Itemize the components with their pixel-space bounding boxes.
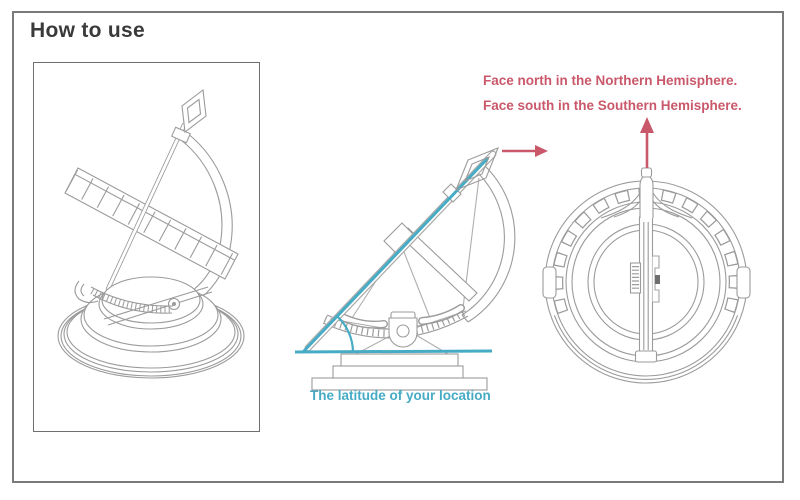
bar-bottom-cap [634,350,658,363]
base-tier-2 [332,365,464,380]
front-bottom-rim-arc [553,315,739,380]
sundial-perspective-illustration [57,88,245,379]
side-meridian-arc-inner [461,171,505,316]
sundial-side-view-figure [304,150,516,391]
front-gnomon-bar [638,216,654,356]
sundial-front-view-figure [542,167,751,384]
arrow-right-icon [502,145,548,157]
annotation-latitude: The latitude of your location [310,388,491,403]
index-mark [655,275,660,284]
meridian-arc-outer [186,132,233,304]
right-clamp-tab [736,266,751,299]
annotation-face-south: Face south in the Southern Hemisphere. [483,98,742,113]
arrow-up-icon [640,117,654,168]
triangle-baseline [294,349,493,354]
base-tier-1 [340,353,459,368]
front-finial-post [639,174,654,218]
latitude-triangle [294,156,493,354]
side-meridian-arc-outer [467,164,516,323]
sundial-perspective-figure-box [33,62,260,432]
page-title: How to use [30,19,146,42]
triangle-hypotenuse [301,156,490,354]
base-tier-3 [311,377,488,391]
finial-diamond [181,88,207,134]
annotation-face-north: Face north in the Northern Hemisphere. [483,73,738,88]
pivot-screw [396,324,410,338]
left-clamp-tab [542,266,557,299]
latitude-angle-arc [336,315,355,353]
front-finial-cap [640,167,653,178]
side-finial-diamond [455,147,499,191]
arc-end-hook [74,280,99,304]
meridian-arc-inner [180,139,223,295]
